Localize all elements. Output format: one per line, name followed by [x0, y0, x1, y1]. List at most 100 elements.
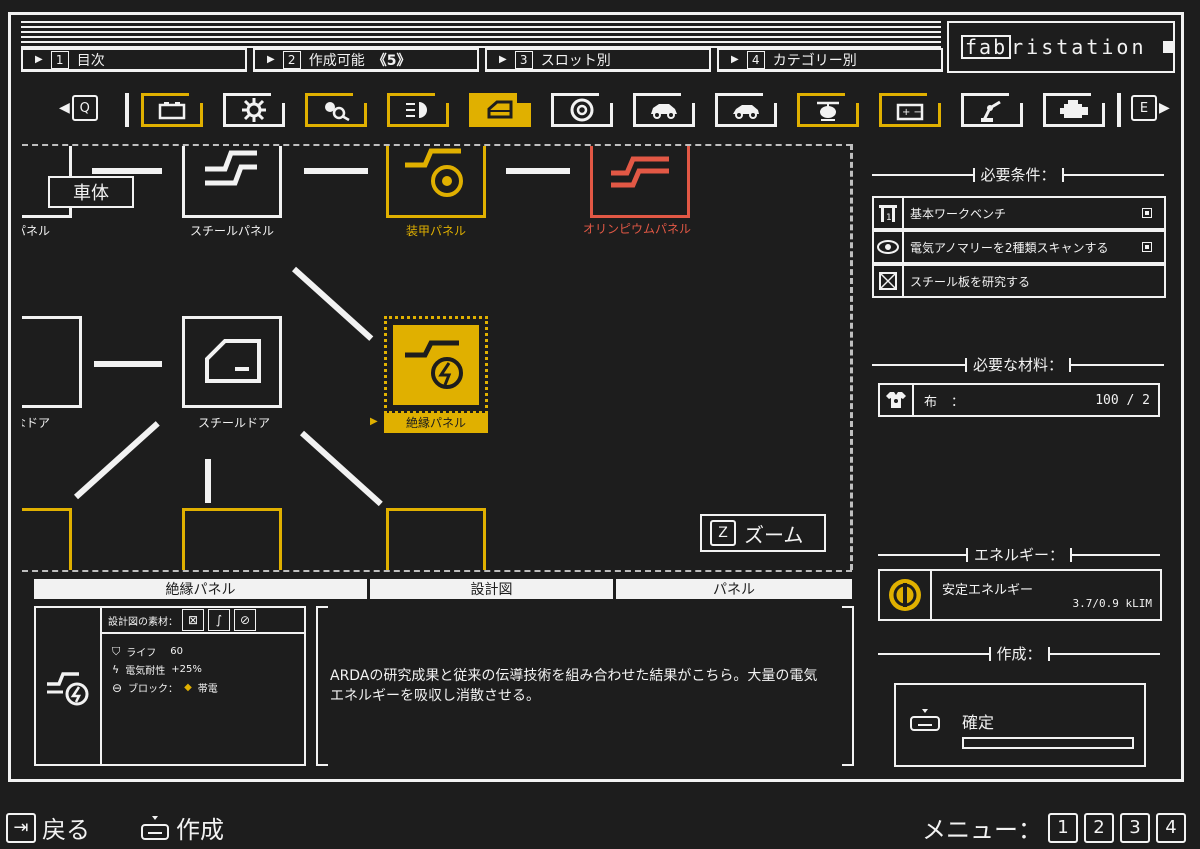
- keys-icon[interactable]: [305, 93, 367, 127]
- square-icon: [1162, 41, 1173, 53]
- menu-key-1[interactable]: 1: [1048, 812, 1078, 843]
- back-button[interactable]: ⇥戻る: [6, 810, 90, 845]
- node-label: 装甲パネル: [405, 224, 466, 238]
- node-label: なドア: [22, 416, 50, 430]
- blueprint-tree: パネル スチールパネル 装甲パネル オリンピウムパネル 車体 なドア スチールド…: [22, 144, 852, 570]
- materials-title: 必要な材料：: [973, 356, 1064, 374]
- car-alt-icon[interactable]: [715, 93, 777, 127]
- tree-connector: [299, 430, 383, 507]
- car-battery-icon[interactable]: + −: [879, 93, 941, 127]
- confirm-craft-button[interactable]: 確定: [894, 683, 1146, 767]
- item-type: 設計図: [370, 579, 616, 599]
- tree-node-gear-panel[interactable]: [182, 508, 282, 570]
- tab-key: 2: [282, 50, 301, 69]
- divider: [1117, 93, 1121, 127]
- craft-key-icon: [908, 707, 942, 737]
- tree-node-insulated-panel[interactable]: [384, 316, 488, 414]
- energy-title: エネルギー：: [974, 546, 1065, 564]
- node-label: スチールドア: [197, 416, 270, 430]
- material-name: 布: [924, 394, 938, 410]
- tree-connector: [291, 266, 374, 341]
- key-q: Q: [71, 95, 98, 121]
- item-slot: パネル: [713, 582, 755, 598]
- play-icon: ▶: [731, 54, 739, 65]
- battery-icon[interactable]: [141, 93, 203, 127]
- tab-label: 作成可能: [308, 52, 365, 69]
- engine-icon[interactable]: [1043, 93, 1105, 127]
- zoom-label: ズーム: [744, 522, 804, 547]
- tree-node-door[interactable]: [22, 316, 82, 408]
- material-separator: ：: [951, 394, 965, 410]
- craft-key-icon: [141, 815, 169, 840]
- materials-header: 必要な材料：: [872, 354, 1165, 375]
- craft-header: 作成：: [878, 643, 1161, 664]
- tree-node-steel-door[interactable]: [182, 316, 282, 408]
- energy-value: 3.7/0.9 kLIM: [1072, 597, 1152, 610]
- zoom-button[interactable]: Z ズーム: [700, 514, 826, 552]
- confirm-label: 確定: [962, 713, 995, 732]
- car-side-icon[interactable]: [633, 93, 695, 127]
- item-name: 絶縁パネル: [34, 579, 370, 599]
- tree-node-olympium-panel[interactable]: [590, 146, 690, 218]
- key-z: Z: [710, 520, 736, 546]
- tree-node-steel-panel[interactable]: [182, 146, 282, 218]
- menu-key-4[interactable]: 4: [1156, 812, 1186, 843]
- material-quantity: 100 / 2: [1095, 392, 1150, 408]
- selection-arrow-icon: ▶: [370, 416, 378, 427]
- category-badge: 車体: [48, 176, 134, 208]
- check-icon: [1142, 242, 1152, 252]
- logo-rest: ristation: [1011, 35, 1147, 59]
- requirements-title: 必要条件：: [980, 166, 1056, 184]
- helicopter-icon[interactable]: [797, 93, 859, 127]
- tab-label: 目次: [76, 52, 105, 69]
- craft-button[interactable]: 作成: [140, 810, 224, 845]
- crate-icon: ⊠: [182, 609, 204, 631]
- craft-progress-bar: [962, 737, 1134, 749]
- door-panel-icon[interactable]: [469, 93, 531, 127]
- tree-node-radiation-panel[interactable]: [386, 508, 486, 570]
- play-icon: ▶: [267, 54, 275, 65]
- tab-contents[interactable]: ▶ 1 目次: [21, 48, 247, 72]
- menu-key-3[interactable]: 3: [1120, 812, 1150, 843]
- stat-value: 60: [170, 646, 183, 657]
- tree-connector: [94, 361, 162, 367]
- requirements-header: 必要条件：: [872, 164, 1165, 185]
- tab-label: スロット別: [540, 52, 611, 69]
- tab-key: 1: [50, 50, 69, 69]
- materials-label: 設計図の素材：: [108, 616, 178, 628]
- prev-category-button[interactable]: ◀Q: [59, 95, 98, 121]
- tire-icon[interactable]: [551, 93, 613, 127]
- stat-label: ブロック：: [128, 684, 179, 695]
- divider: [850, 144, 853, 570]
- logo-prefix: fab: [961, 35, 1012, 59]
- svg-text:+ −: + −: [902, 107, 922, 118]
- divider: [125, 93, 129, 127]
- next-category-button[interactable]: E▶: [1131, 95, 1170, 121]
- robot-arm-icon[interactable]: [961, 93, 1023, 127]
- tree-connector: [506, 168, 570, 174]
- requirement-text: スチール板を研究する: [910, 274, 1031, 289]
- block-icon: ⊖: [112, 680, 123, 695]
- requirement-text: 基本ワークベンチ: [910, 206, 1007, 221]
- play-icon: ▶: [35, 54, 43, 65]
- headlight-icon[interactable]: [387, 93, 449, 127]
- menu-key-2[interactable]: 2: [1084, 812, 1114, 843]
- tab-count: 《5》: [372, 52, 411, 69]
- description-text: ARDAの研究成果と従来の伝導技術を組み合わせた結果がこちら。大量の電気エネルギ…: [330, 668, 818, 704]
- stat-label: 電気耐性: [125, 666, 166, 677]
- tree-node-lightning[interactable]: [22, 508, 72, 570]
- energy-header: エネルギー：: [878, 544, 1161, 565]
- check-icon: [1142, 208, 1152, 218]
- item-info-bar: 絶縁パネル 設計図 パネル: [34, 579, 852, 599]
- charged-icon: ◆: [184, 682, 192, 693]
- gear-icon[interactable]: [223, 93, 285, 127]
- tab-craftable[interactable]: ▶ 2 作成可能《5》: [253, 48, 479, 72]
- divider: [22, 570, 852, 572]
- tree-node-armor-panel[interactable]: [386, 146, 486, 218]
- node-label: オリンピウムパネル: [582, 222, 691, 236]
